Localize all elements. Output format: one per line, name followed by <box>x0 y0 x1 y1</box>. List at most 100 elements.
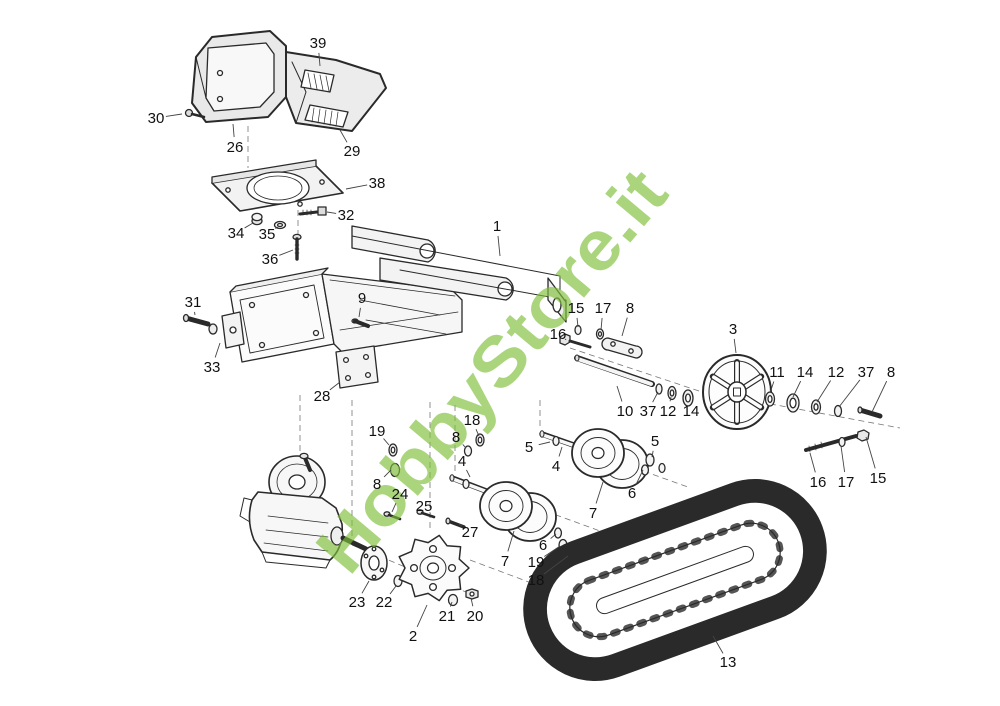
part-number-label: 17 <box>595 300 612 317</box>
axle-pin-31-33 <box>182 311 245 349</box>
part-number-label: 14 <box>797 364 814 381</box>
part-number-label: 11 <box>769 364 785 381</box>
part-leader-line <box>600 317 603 331</box>
part-number-label: 1 <box>493 218 501 235</box>
pin-9 <box>351 318 370 328</box>
part-leader-line <box>318 52 321 67</box>
nut-34 <box>251 212 263 226</box>
part-leader-line <box>391 502 397 513</box>
part-leader-line <box>507 530 515 552</box>
part-number-label: 35 <box>259 226 276 243</box>
axle-10 <box>574 354 655 387</box>
part-number-label: 2 <box>409 628 417 645</box>
washer-35 <box>273 220 287 230</box>
bracket-28 <box>335 345 379 389</box>
part-number-label: 10 <box>617 403 634 420</box>
part-leader-line <box>232 123 235 138</box>
bolt-right-16-17-15 <box>804 429 870 453</box>
flange-23 <box>360 545 388 581</box>
part-leader-line <box>712 635 724 654</box>
part-number-label: 17 <box>838 474 855 491</box>
part-number-label: 8 <box>887 364 895 381</box>
part-number-label: 39 <box>310 35 327 52</box>
part-number-label: 4 <box>458 453 466 470</box>
part-number-label: 3 <box>729 321 737 338</box>
part-number-label: 25 <box>416 498 433 515</box>
part-leader-line <box>651 450 654 458</box>
part-leader-line <box>429 512 431 514</box>
bolt-36 <box>292 233 302 261</box>
part-leader-line <box>840 445 846 473</box>
part-leader-line <box>475 428 480 437</box>
part-number-label: 9 <box>358 290 366 307</box>
part-number-label: 24 <box>392 486 409 503</box>
part-number-label: 6 <box>628 485 636 502</box>
part-leader-line <box>838 379 861 408</box>
part-number-label: 19 <box>369 423 386 440</box>
part-number-label: 16 <box>810 474 827 491</box>
part-number-label: 38 <box>369 175 386 192</box>
part-number-label: 23 <box>349 594 366 611</box>
part-number-label: 33 <box>204 359 221 376</box>
part-leader-line <box>733 338 737 354</box>
part-number-label: 31 <box>185 294 202 311</box>
part-leader-line <box>576 317 579 328</box>
part-leader-line <box>550 533 557 539</box>
part-number-label: 5 <box>525 439 533 456</box>
washers-37-12-14 <box>655 383 694 407</box>
part-number-label: 21 <box>439 608 456 625</box>
vent-grille <box>304 104 349 128</box>
part-leader-line <box>595 481 604 504</box>
part-number-label: 29 <box>344 143 361 160</box>
part-leader-line <box>616 385 623 402</box>
part-number-label: 26 <box>227 139 244 156</box>
part-leader-line <box>669 396 672 402</box>
part-number-label: 30 <box>148 110 165 127</box>
part-leader-line <box>345 184 368 190</box>
nut-20 <box>465 588 479 600</box>
part-leader-line <box>544 545 561 557</box>
part-leader-line <box>816 380 832 403</box>
screw-32 <box>298 206 327 216</box>
part-number-label: 18 <box>464 412 481 429</box>
part-leader-line <box>214 342 221 358</box>
part-number-label: 27 <box>462 524 479 541</box>
sticker-39 <box>300 69 335 93</box>
idler-wheel-3 <box>702 354 772 430</box>
washers-18-19-left <box>388 433 485 478</box>
part-leader-line <box>543 555 569 575</box>
part-number-label: 18 <box>528 572 545 589</box>
washers-right <box>764 391 883 419</box>
gearbox-transmission <box>239 452 369 569</box>
support-plate-38 <box>211 159 344 212</box>
part-leader-line <box>865 436 876 469</box>
part-leader-line <box>329 381 341 391</box>
part-number-label: 7 <box>589 505 597 522</box>
cover-29 <box>285 51 387 132</box>
part-number-label: 12 <box>660 403 677 420</box>
part-number-label: 16 <box>550 326 567 343</box>
part-leader-line <box>538 441 551 446</box>
screw-30 <box>184 108 206 119</box>
part-number-label: 8 <box>452 429 460 446</box>
part-leader-line <box>361 580 370 594</box>
part-number-label: 12 <box>828 364 845 381</box>
cover-26 <box>191 30 287 123</box>
part-number-label: 4 <box>552 458 560 475</box>
part-number-label: 15 <box>870 470 887 487</box>
part-leader-line <box>358 307 361 318</box>
part-leader-line <box>497 235 501 257</box>
part-number-label: 20 <box>467 608 484 625</box>
part-leader-line <box>621 317 628 337</box>
washer-21 <box>447 593 459 607</box>
part-leader-line <box>564 338 567 341</box>
part-number-label: 8 <box>626 300 634 317</box>
part-leader-line <box>809 452 816 473</box>
part-number-label: 15 <box>568 300 585 317</box>
part-number-label: 13 <box>720 654 737 671</box>
part-leader-line <box>462 444 467 449</box>
part-number-label: 32 <box>338 207 355 224</box>
projection-lines <box>247 126 901 598</box>
